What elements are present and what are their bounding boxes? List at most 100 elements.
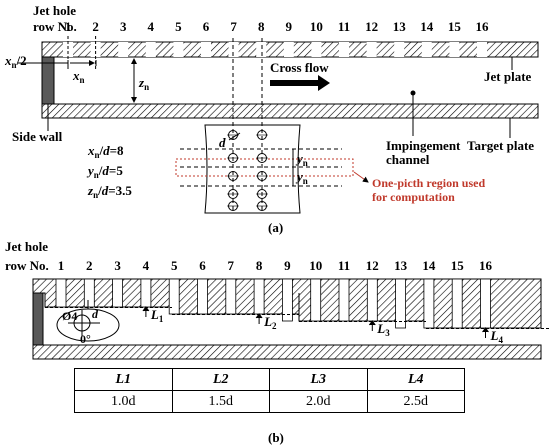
l-label: L1 xyxy=(150,307,164,324)
jet-hole-a xyxy=(421,42,432,57)
plan-view xyxy=(204,124,301,214)
one-pitch-label-2: for computation xyxy=(372,190,455,204)
jet-hole-b xyxy=(423,278,435,329)
row-number-b: 8 xyxy=(256,258,263,273)
table-header-l3: L3 xyxy=(269,368,368,391)
row-number-b: 11 xyxy=(338,258,350,273)
jet-hole-a xyxy=(339,42,349,57)
table-header-l1: L1 xyxy=(74,368,173,391)
row-number-a: 13 xyxy=(393,19,407,34)
jet-hole-b xyxy=(83,278,95,308)
d-label: d xyxy=(219,135,226,150)
table-value-row: 1.0d 1.5d 2.0d 2.5d xyxy=(74,390,465,413)
dim-zn: zn xyxy=(138,75,149,92)
jet-hole-b xyxy=(480,278,491,329)
ratio-yn: yn/d=5 xyxy=(86,163,123,180)
row-number-a: 10 xyxy=(310,19,323,34)
row-number-b: 4 xyxy=(143,258,150,273)
row-number-a: 3 xyxy=(120,19,127,34)
cross-flow-arrow xyxy=(270,75,330,91)
jet-hole-a xyxy=(90,42,101,57)
table-value-l4: 2.5d xyxy=(366,390,465,413)
jet-hole-a xyxy=(201,42,211,57)
l-label: L2 xyxy=(263,314,277,331)
row-number-b: 16 xyxy=(479,258,493,273)
row-number-b: 9 xyxy=(284,258,291,273)
inset-d: d xyxy=(92,307,99,321)
row-number-b: 2 xyxy=(86,258,93,273)
ratio-xn: xn/d=8 xyxy=(87,143,124,160)
jet-hole-a xyxy=(366,42,377,57)
target-plate-b xyxy=(32,344,542,360)
l-label: L4 xyxy=(490,328,504,345)
caption-a: (a) xyxy=(268,220,283,235)
jet-hole-b xyxy=(140,278,152,308)
side-wall-label: Side wall xyxy=(12,129,63,144)
target-plate-label: Target plate xyxy=(467,138,534,153)
jet-hole-a xyxy=(145,42,156,57)
impingement-label-2: channel xyxy=(386,152,430,167)
jet-hole-a xyxy=(311,42,322,57)
jet-hole-b xyxy=(451,278,463,329)
jet-hole-a xyxy=(283,42,294,57)
row-label-b-2: row No. xyxy=(5,258,49,273)
row-number-a: 6 xyxy=(203,19,210,34)
jet-hole-b xyxy=(253,278,265,315)
inset-deg: 0° xyxy=(80,332,91,346)
table-header-l4: L4 xyxy=(366,368,465,391)
row-number-a: 5 xyxy=(175,19,182,34)
row-number-a: 8 xyxy=(258,19,265,34)
jet-hole-a xyxy=(63,42,73,57)
yn-label-2: yn xyxy=(295,169,308,186)
row-number-a: 1 xyxy=(65,19,72,34)
table-header-l2: L2 xyxy=(171,368,270,391)
jet-hole-b xyxy=(55,278,67,308)
row-number-b: 15 xyxy=(451,258,465,273)
row-number-a: 7 xyxy=(230,19,237,34)
table-value-l3: 2.0d xyxy=(269,390,368,413)
row-label-b-1: Jet hole xyxy=(5,239,48,254)
row-number-a: 15 xyxy=(448,19,462,34)
target-plate-a xyxy=(41,103,539,119)
caption-b: (b) xyxy=(268,430,284,445)
row-number-b: 7 xyxy=(228,258,235,273)
jet-hole-b xyxy=(197,278,208,315)
jet-hole-a xyxy=(118,42,129,57)
jet-plate-label: Jet plate xyxy=(484,69,532,84)
side-wall-b xyxy=(32,292,44,346)
row-number-b: 6 xyxy=(199,258,206,273)
row-number-a: 11 xyxy=(338,19,350,34)
dim-xn-half: xn/2 xyxy=(4,53,27,70)
row-number-b: 14 xyxy=(422,258,436,273)
row-number-b: 1 xyxy=(58,258,65,273)
jet-hole-a xyxy=(228,42,239,57)
jet-hole-b xyxy=(338,278,350,322)
table-value-l1: 1.0d xyxy=(74,390,173,413)
row-number-b: 13 xyxy=(394,258,408,273)
row-number-b: 10 xyxy=(309,258,322,273)
row-number-a: 14 xyxy=(420,19,434,34)
jet-hole-a xyxy=(256,42,267,57)
cross-flow-label: Cross flow xyxy=(270,60,329,75)
row-label-a-2: row No. xyxy=(33,19,77,34)
dim-xn: xn xyxy=(72,68,85,85)
jet-hole-b xyxy=(225,278,237,315)
impingement-label-1: Impingement xyxy=(386,138,461,153)
jet-hole-b xyxy=(366,278,378,322)
yn-label-1: yn xyxy=(295,151,308,168)
row-number-b: 3 xyxy=(114,258,121,273)
inset-phi: Ø4 xyxy=(62,309,77,323)
jet-hole-a xyxy=(477,42,487,57)
row-number-a: 16 xyxy=(476,19,490,34)
table-value-l2: 1.5d xyxy=(171,390,270,413)
row-number-b: 12 xyxy=(366,258,379,273)
jet-hole-b xyxy=(112,278,123,308)
row-number-a: 12 xyxy=(365,19,378,34)
ratio-zn: zn/d=3.5 xyxy=(87,183,132,200)
one-pitch-label-1: One-picth region used xyxy=(372,176,485,190)
